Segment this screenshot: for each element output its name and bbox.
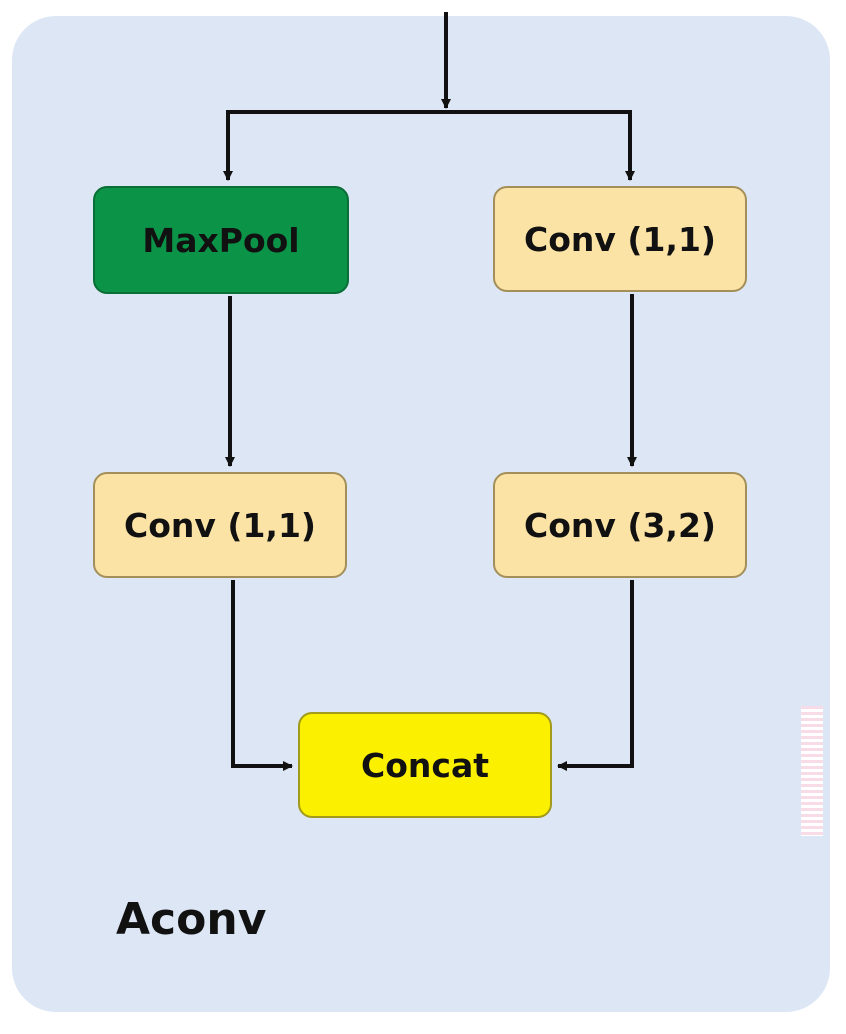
concat-label: Concat <box>361 745 489 785</box>
conv-3-2-label: Conv (3,2) <box>523 505 716 545</box>
split-to-conv-right-arrow <box>446 110 635 181</box>
scan-artifact <box>801 706 823 836</box>
diagram-caption: Aconv <box>116 894 267 945</box>
conv32-to-concat-arrow <box>557 580 634 771</box>
conv-1-1-right-node: Conv (1,1) <box>493 186 747 292</box>
conv-1-1-left-label: Conv (1,1) <box>123 505 316 545</box>
conv-3-2-node: Conv (3,2) <box>493 472 747 578</box>
maxpool-node: MaxPool <box>93 186 349 294</box>
split-to-maxpool-arrow <box>223 110 446 181</box>
conv-1-1-left-node: Conv (1,1) <box>93 472 347 578</box>
conv-left-to-concat-arrow <box>231 580 293 771</box>
conv-1-1-right-label: Conv (1,1) <box>523 219 716 259</box>
maxpool-label: MaxPool <box>142 220 300 260</box>
concat-node: Concat <box>298 712 552 818</box>
